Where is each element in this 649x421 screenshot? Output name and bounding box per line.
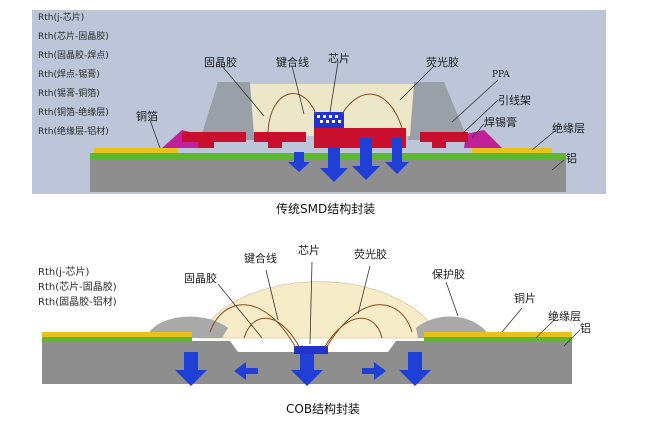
cob-cross-section bbox=[42, 261, 581, 386]
smd-lead-frame-right bbox=[420, 132, 468, 142]
cob-chip bbox=[294, 346, 328, 354]
smd-label-chip: 芯片 bbox=[328, 52, 350, 65]
smd-chip-pattern bbox=[317, 115, 341, 123]
cob-heat-arrows bbox=[175, 352, 431, 386]
smd-label-aluminum: 铝 bbox=[566, 152, 577, 165]
cob-insulation-right bbox=[424, 337, 572, 341]
cob-rth-line-1: Rth(j-芯片) bbox=[38, 267, 90, 278]
cob-heat-arrow-down-right bbox=[399, 352, 431, 386]
smd-label-phosphor: 荧光胶 bbox=[426, 56, 459, 69]
cob-copper-left bbox=[42, 332, 192, 337]
smd-rth-line-1: Rth(j-芯片) bbox=[38, 13, 85, 23]
smd-caption: 传统SMD结构封装 bbox=[276, 202, 376, 216]
smd-lead-frame-right-foot bbox=[432, 142, 446, 148]
cob-bond-wire-right-inner bbox=[323, 317, 383, 349]
smd-rth-line-4: Rth(焊点-锡膏) bbox=[38, 70, 100, 80]
cob-label-bond-wire: 键合线 bbox=[244, 252, 277, 265]
smd-phosphor-glue bbox=[250, 84, 414, 136]
cob-heat-arrow-down-center bbox=[291, 354, 323, 386]
cob-label-protect-glue: 保护胶 bbox=[432, 268, 465, 281]
smd-label-bond-wire: 键合线 bbox=[276, 56, 309, 69]
smd-ppa-housing-left bbox=[200, 82, 256, 140]
smd-lead-frame-left-foot bbox=[198, 142, 214, 148]
smd-label-insulation: 绝缘层 bbox=[552, 122, 585, 135]
smd-rth-line-3: Rth(固晶胶-焊点) bbox=[38, 51, 109, 61]
cob-label-phosphor: 荧光胶 bbox=[354, 248, 387, 261]
cob-phosphor-dome bbox=[197, 281, 443, 339]
cob-copper-right bbox=[424, 332, 572, 337]
smd-label-solder-paste: 焊锡膏 bbox=[484, 116, 517, 129]
smd-leader-lines bbox=[149, 61, 565, 171]
cob-label-chip: 芯片 bbox=[298, 244, 320, 257]
cob-label-die-attach: 固晶胶 bbox=[184, 272, 217, 285]
smd-diagram-panel: Rth(j-芯片) Rth(芯片-固晶胶) Rth(固晶胶-焊点) Rth(焊点… bbox=[32, 10, 606, 194]
smd-heat-arrow-4 bbox=[288, 152, 310, 172]
cob-leader-lines bbox=[217, 261, 581, 347]
smd-bond-wire-right bbox=[341, 93, 403, 129]
cob-bond-wire-left-outer bbox=[209, 304, 297, 349]
smd-bond-wire-left bbox=[267, 93, 317, 133]
cob-diagram-panel: Rth(j-芯片) Rth(芯片-固晶胶) Rth(固晶胶-铝材) 固晶胶 键合… bbox=[32, 228, 606, 398]
cob-label-copper-sheet: 铜片 bbox=[514, 292, 536, 305]
cob-heat-arrow-down-left bbox=[175, 352, 207, 386]
smd-heat-arrow-1 bbox=[320, 148, 348, 182]
smd-heat-arrows bbox=[288, 138, 409, 182]
cob-bond-wire-left-inner bbox=[243, 317, 301, 349]
smd-lead-frame-center-foot bbox=[268, 142, 282, 148]
cob-heat-arrow-left bbox=[234, 362, 258, 380]
smd-heat-arrow-2 bbox=[352, 138, 380, 180]
cob-caption: COB结构封装 bbox=[286, 402, 361, 416]
smd-ppa-housing-right bbox=[408, 82, 468, 140]
smd-copper-foil-left bbox=[94, 148, 178, 153]
cob-insulation-left bbox=[42, 337, 192, 341]
cob-rth-line-3: Rth(固晶胶-铝材) bbox=[38, 297, 117, 308]
cob-bond-wire-right-outer bbox=[325, 304, 413, 349]
smd-solder-fillet-right bbox=[464, 130, 502, 148]
smd-copper-foil-right bbox=[472, 148, 552, 153]
smd-label-die-attach: 固晶胶 bbox=[204, 56, 237, 69]
smd-label-lead-frame: 引线架 bbox=[498, 94, 531, 107]
smd-rth-line-2: Rth(芯片-固晶胶) bbox=[38, 32, 109, 42]
smd-rth-line-5: Rth(锡膏-铜箔) bbox=[38, 89, 100, 99]
smd-lead-frame-left bbox=[182, 132, 246, 142]
cob-label-aluminum: 铝 bbox=[580, 322, 591, 335]
cob-heat-arrow-right bbox=[362, 362, 386, 380]
smd-cross-section bbox=[90, 61, 566, 192]
smd-rth-line-7: Rth(绝缘层-铝材) bbox=[38, 127, 109, 137]
smd-label-copper-foil: 铜箔 bbox=[136, 110, 158, 123]
cob-label-insulation: 绝缘层 bbox=[548, 310, 581, 323]
smd-rth-line-6: Rth(铜箔-绝缘层) bbox=[38, 108, 109, 118]
smd-label-ppa: PPA bbox=[492, 70, 510, 80]
cob-rth-line-2: Rth(芯片-固晶胶) bbox=[38, 282, 117, 293]
smd-lead-frame-center bbox=[254, 132, 306, 142]
smd-heat-arrow-3 bbox=[385, 138, 409, 174]
